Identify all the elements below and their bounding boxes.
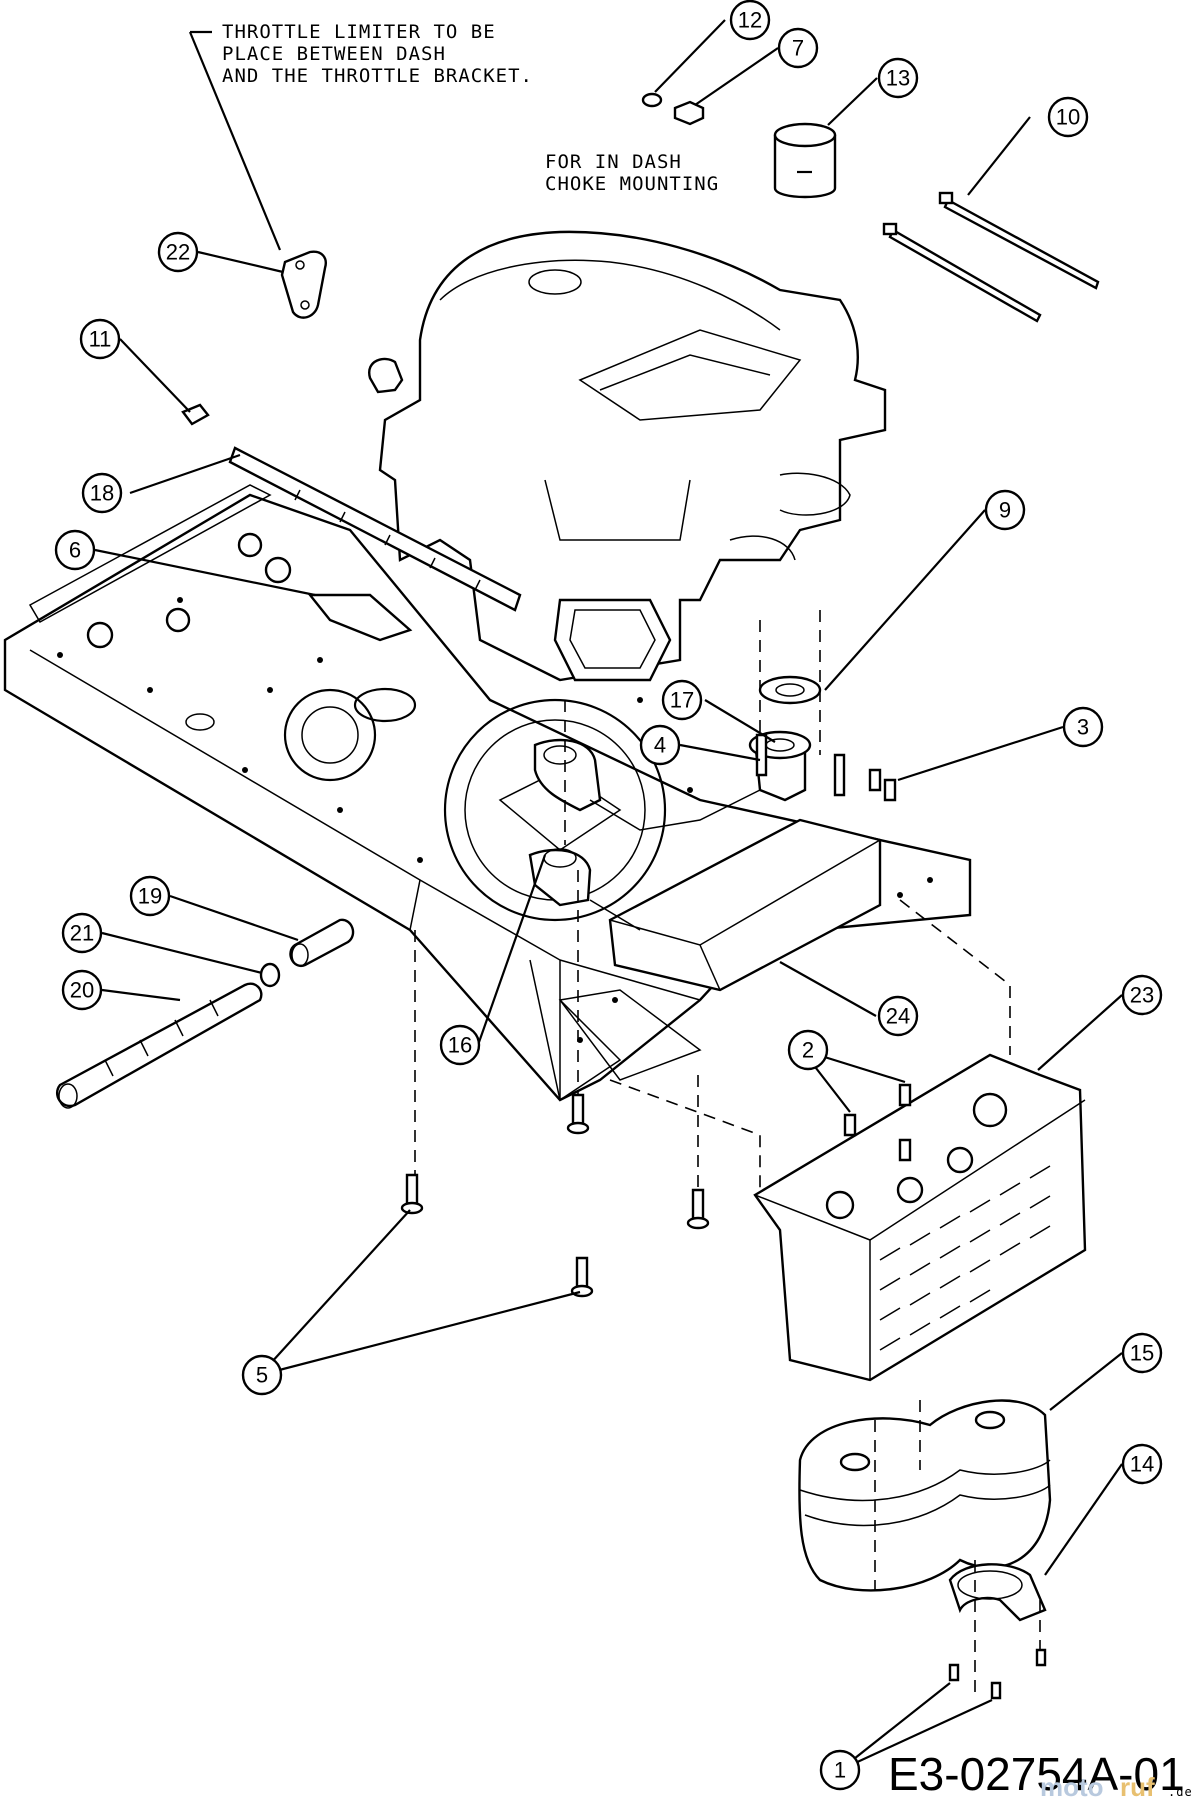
svg-text:22: 22	[166, 240, 190, 265]
bushing-19	[289, 918, 355, 968]
engine	[368, 230, 887, 682]
svg-text:10: 10	[1056, 105, 1080, 130]
svg-text:20: 20	[70, 978, 94, 1003]
svg-text:1: 1	[834, 1758, 846, 1783]
svg-text:5: 5	[256, 1363, 268, 1388]
svg-text:23: 23	[1130, 983, 1154, 1008]
callout-12: 12	[729, 0, 771, 41]
svg-text:11: 11	[89, 327, 112, 352]
callout-2: 2	[787, 1029, 829, 1071]
choke-note-line-1: FOR IN DASH	[545, 151, 682, 173]
note-line-1: THROTTLE LIMITER TO BE	[222, 21, 496, 43]
choke-knob-13	[773, 122, 837, 199]
svg-text:19: 19	[138, 884, 162, 909]
callout-17: 17	[661, 679, 703, 721]
svg-text:14: 14	[1130, 1452, 1154, 1477]
callout-13: 13	[877, 57, 919, 99]
rod-20	[55, 982, 263, 1109]
clip-21	[259, 962, 281, 988]
muffler	[798, 1399, 1052, 1592]
svg-text:13: 13	[886, 66, 910, 91]
callout-7: 7	[777, 27, 819, 69]
screws-2	[843, 1083, 912, 1162]
washer-12	[641, 92, 663, 108]
note-line-2: PLACE BETWEEN DASH	[222, 43, 446, 65]
callouts: 12 7 13 10 22 11 18 6 9 17 4 3 19 21 20 …	[54, 0, 1163, 1791]
deflector	[948, 1563, 1047, 1622]
callout-15: 15	[1121, 1332, 1163, 1374]
callout-23: 23	[1121, 974, 1163, 1016]
callout-3: 3	[1062, 706, 1104, 748]
bolts-3	[868, 768, 897, 802]
callout-16: 16	[439, 1024, 481, 1066]
svg-text:2: 2	[802, 1038, 814, 1063]
svg-text:24: 24	[886, 1004, 910, 1029]
callout-9: 9	[984, 489, 1026, 531]
svg-text:15: 15	[1130, 1341, 1154, 1366]
cable-tie-10a	[943, 198, 1100, 290]
bolts-5	[400, 1093, 710, 1298]
svg-text:3: 3	[1077, 715, 1089, 740]
svg-text:17: 17	[670, 688, 694, 713]
watermark-suffix: .de	[1168, 1785, 1193, 1799]
heat-shield	[753, 1053, 1087, 1382]
note-line-3: AND THE THROTTLE BRACKET.	[222, 65, 533, 87]
watermark-part1: moto	[1040, 1772, 1104, 1800]
hardware	[181, 92, 1100, 1700]
callout-19: 19	[129, 875, 171, 917]
watermark-logo: moto ruf .de	[1040, 1772, 1193, 1800]
callout-20: 20	[61, 969, 103, 1011]
svg-text:9: 9	[999, 498, 1011, 523]
callout-6: 6	[54, 529, 96, 571]
watermark-part2: ruf	[1120, 1772, 1155, 1800]
nut-7	[673, 100, 705, 126]
assembly-lines	[414, 610, 1041, 1700]
callout-21: 21	[61, 912, 103, 954]
document-id: E3-02754A-01	[888, 1748, 1185, 1800]
callout-5: 5	[241, 1354, 283, 1396]
svg-text:21: 21	[70, 921, 94, 946]
svg-text:18: 18	[90, 481, 114, 506]
callout-18: 18	[81, 472, 123, 514]
callout-14: 14	[1121, 1443, 1163, 1485]
choke-mounting-note: FOR IN DASH CHOKE MOUNTING	[545, 151, 719, 195]
svg-text:16: 16	[448, 1033, 472, 1058]
svg-text:4: 4	[654, 733, 666, 758]
throttle-limiter-note: THROTTLE LIMITER TO BE PLACE BETWEEN DAS…	[222, 21, 533, 87]
svg-text:12: 12	[738, 8, 762, 33]
callout-22: 22	[157, 231, 199, 273]
throttle-limiter-22	[280, 250, 327, 319]
choke-note-line-2: CHOKE MOUNTING	[545, 173, 719, 195]
screws-1	[948, 1648, 1047, 1700]
gasket-9	[758, 675, 822, 705]
callout-4: 4	[639, 724, 681, 766]
svg-text:7: 7	[792, 36, 804, 61]
svg-text:6: 6	[69, 538, 81, 563]
callout-11: 11	[79, 318, 121, 360]
callout-1: 1	[819, 1749, 861, 1791]
leader-lines	[94, 19, 1123, 1771]
callout-10: 10	[1047, 96, 1089, 138]
callout-24: 24	[877, 995, 919, 1037]
